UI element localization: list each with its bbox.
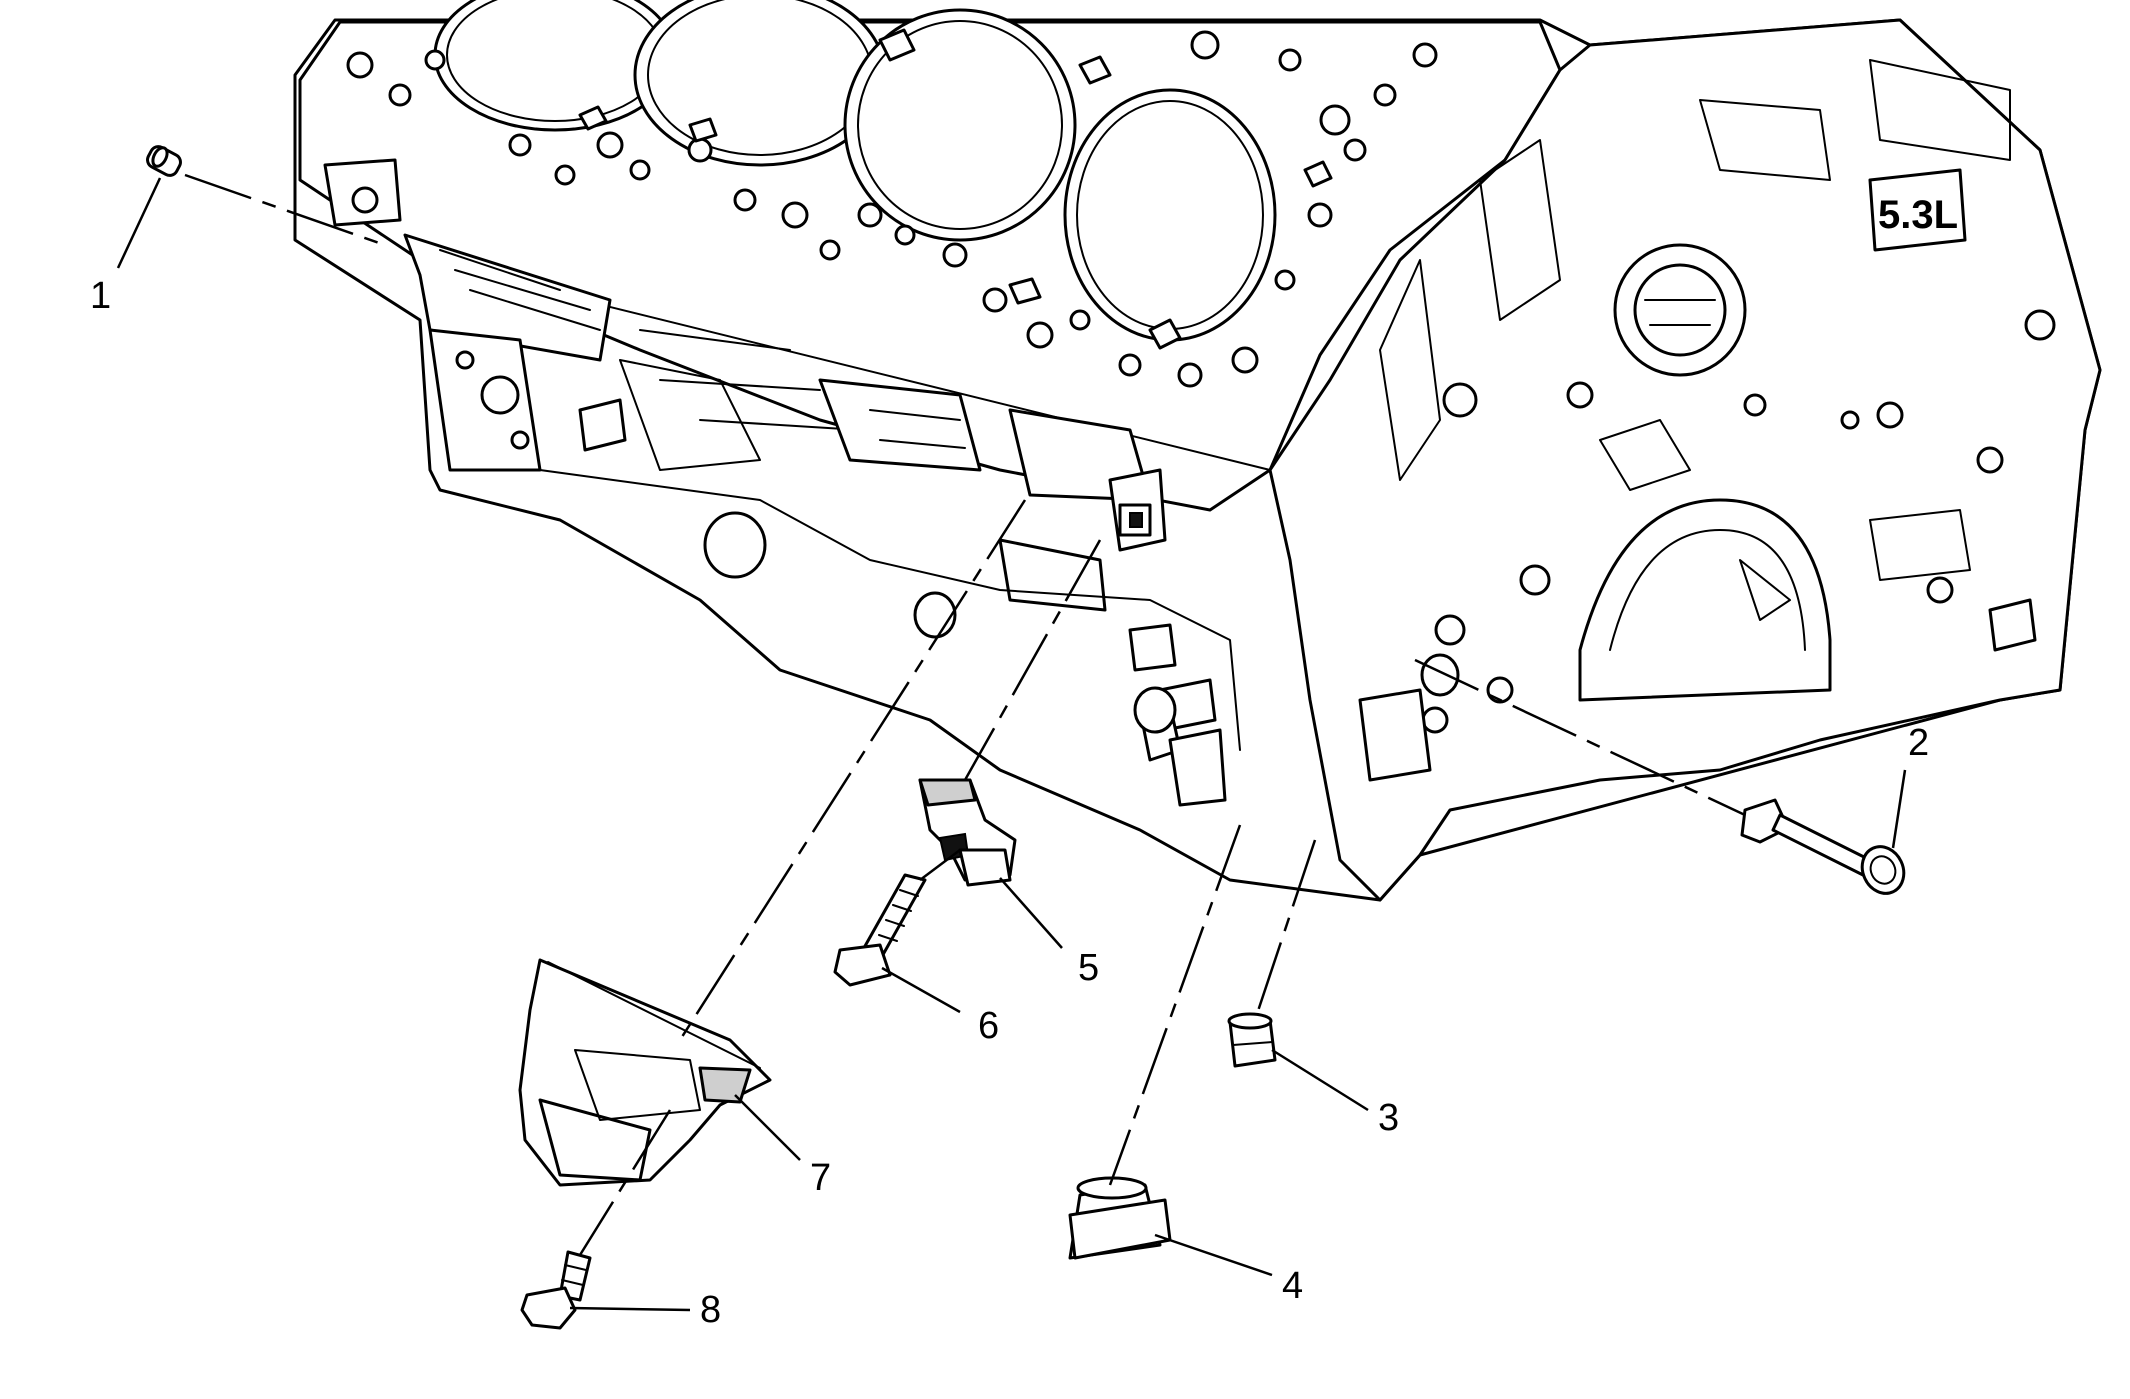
engine-label: 5.3L xyxy=(1878,193,1958,237)
callout-6: 6 xyxy=(978,1005,999,1047)
part-7-pickup xyxy=(518,958,772,1187)
part-2-bolt xyxy=(1740,798,1906,895)
callout-8: 8 xyxy=(700,1289,721,1331)
part-8-bolt xyxy=(520,1250,592,1330)
callout-5: 5 xyxy=(1078,947,1099,989)
callout-7: 7 xyxy=(810,1157,831,1199)
part-6-bolt xyxy=(833,873,927,987)
part-4-plug xyxy=(1068,1176,1172,1260)
deck-holes xyxy=(346,28,1438,388)
block-front-face: 5.3L xyxy=(1268,18,2102,902)
part-5-sensor xyxy=(918,778,1017,887)
part-1-dowel xyxy=(146,145,182,177)
cylinder-bores xyxy=(433,0,1277,342)
callout-labels: 1 2 3 4 5 6 7 8 xyxy=(90,275,1929,1331)
part-3-plug xyxy=(1227,1012,1277,1068)
block-side-detail xyxy=(403,233,1381,901)
callout-1: 1 xyxy=(90,275,111,317)
engine-block: 5.3L xyxy=(293,0,2102,902)
installation-lines xyxy=(184,173,1746,1256)
leader-lines xyxy=(116,177,1907,1312)
callout-2: 2 xyxy=(1908,722,1929,764)
callout-3: 3 xyxy=(1378,1097,1399,1139)
callout-4: 4 xyxy=(1282,1265,1303,1307)
